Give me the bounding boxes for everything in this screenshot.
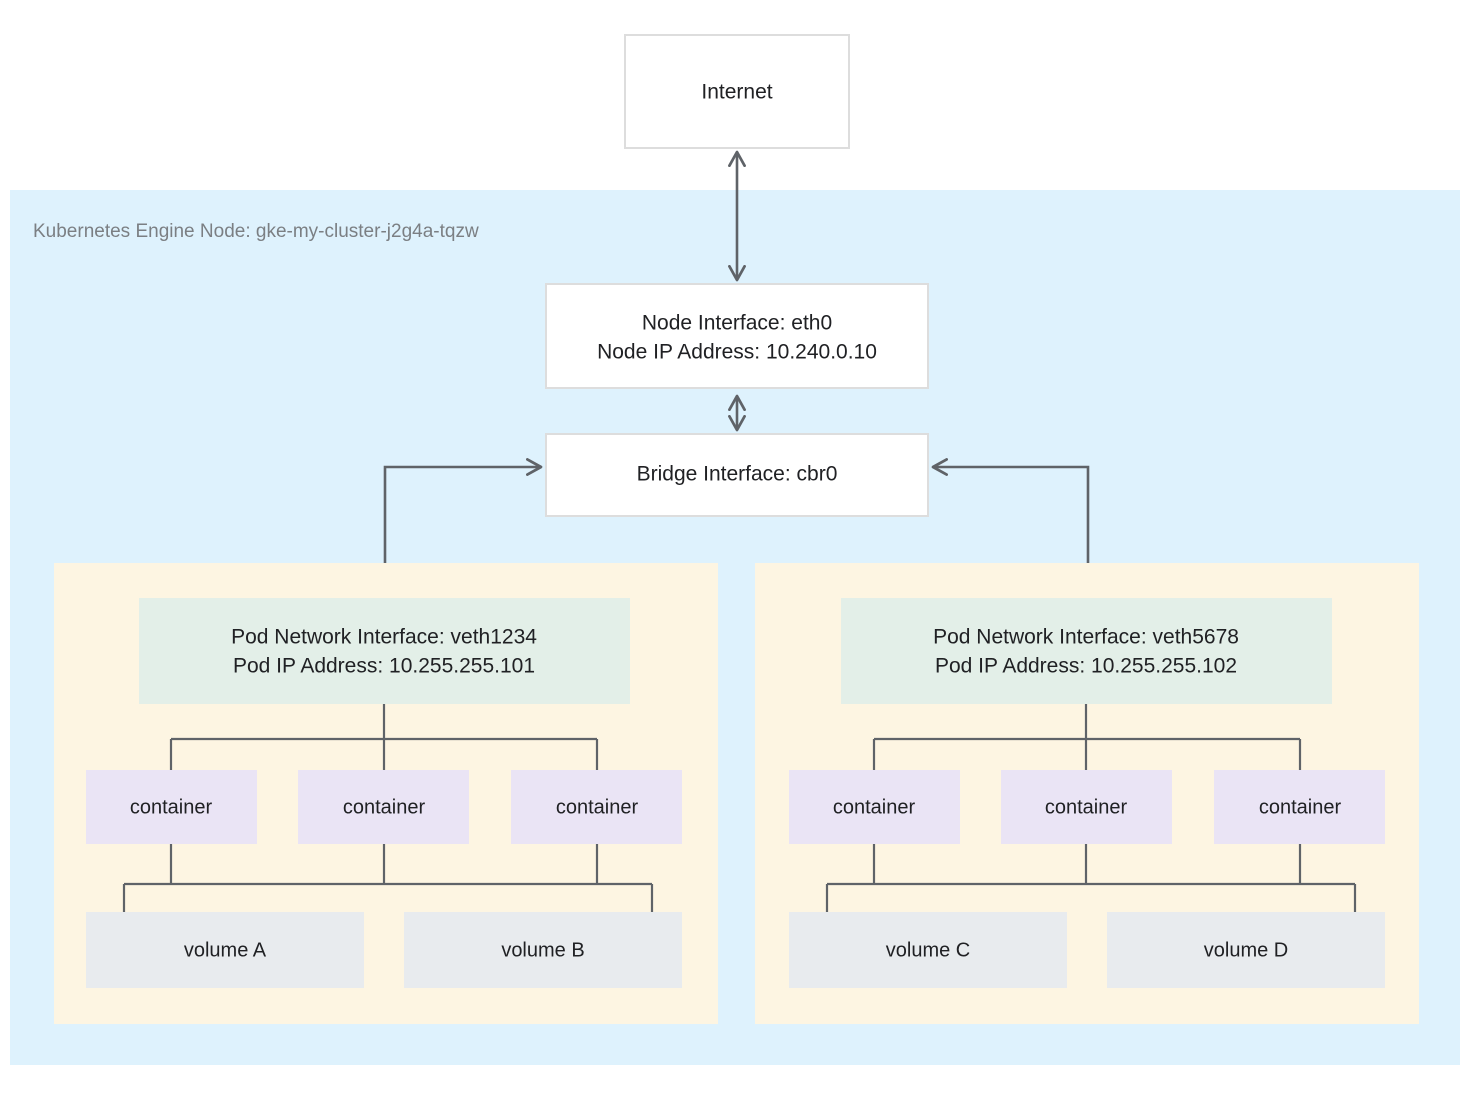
pod-1-container-3 (511, 770, 682, 844)
bridge-interface-label: Bridge Interface: cbr0 (637, 463, 838, 486)
pod-1-container-1-label: container (130, 796, 213, 818)
pod-1-network-interface-box (139, 598, 630, 704)
internet-box (624, 34, 850, 149)
pod-1-network-interface-line1: Pod Network Interface: veth1234 (231, 626, 537, 649)
pod-2-volume-c (789, 912, 1067, 988)
node-interface-box (545, 283, 929, 389)
node-interface-line2: Node IP Address: 10.240.0.10 (597, 341, 877, 364)
pod-2-container-1 (789, 770, 960, 844)
kubernetes-node-label: Kubernetes Engine Node: gke-my-cluster-j… (33, 221, 479, 242)
pod-1-volume-b-label: volume B (501, 939, 584, 961)
pod-1-volume-a-label: volume A (184, 939, 267, 961)
pod-1-container-1 (86, 770, 257, 844)
pod-2-network-interface-box (841, 598, 1332, 704)
pod-2-volume-d-label: volume D (1204, 939, 1288, 961)
pod-2-network-interface-line1: Pod Network Interface: veth5678 (933, 626, 1239, 649)
pod-1-volume-b (404, 912, 682, 988)
pod-2-container-3 (1214, 770, 1385, 844)
pod-2-container-2 (1001, 770, 1172, 844)
pod-1-container-3-label: container (556, 796, 639, 818)
bridge-interface-box (545, 433, 929, 517)
pod-2-container-3-label: container (1259, 796, 1342, 818)
pod-2-volume-c-label: volume C (886, 939, 970, 961)
pod-2-container-1-label: container (833, 796, 916, 818)
bridge-to-pod-2-arrow (931, 458, 1097, 587)
pod-2-network-interface-line2: Pod IP Address: 10.255.255.102 (935, 655, 1237, 678)
node-interface-line1: Node Interface: eth0 (642, 312, 832, 335)
pod-1-network-interface-line2: Pod IP Address: 10.255.255.101 (233, 655, 535, 678)
bridge-to-pod-1-arrow (376, 458, 543, 587)
pod-1-volume-a (86, 912, 364, 988)
internet-label: Internet (701, 81, 772, 104)
pod-1-container-2 (298, 770, 469, 844)
pod-2-volume-d (1107, 912, 1385, 988)
pod-2-container-2-label: container (1045, 796, 1128, 818)
pod-1-container-2-label: container (343, 796, 426, 818)
